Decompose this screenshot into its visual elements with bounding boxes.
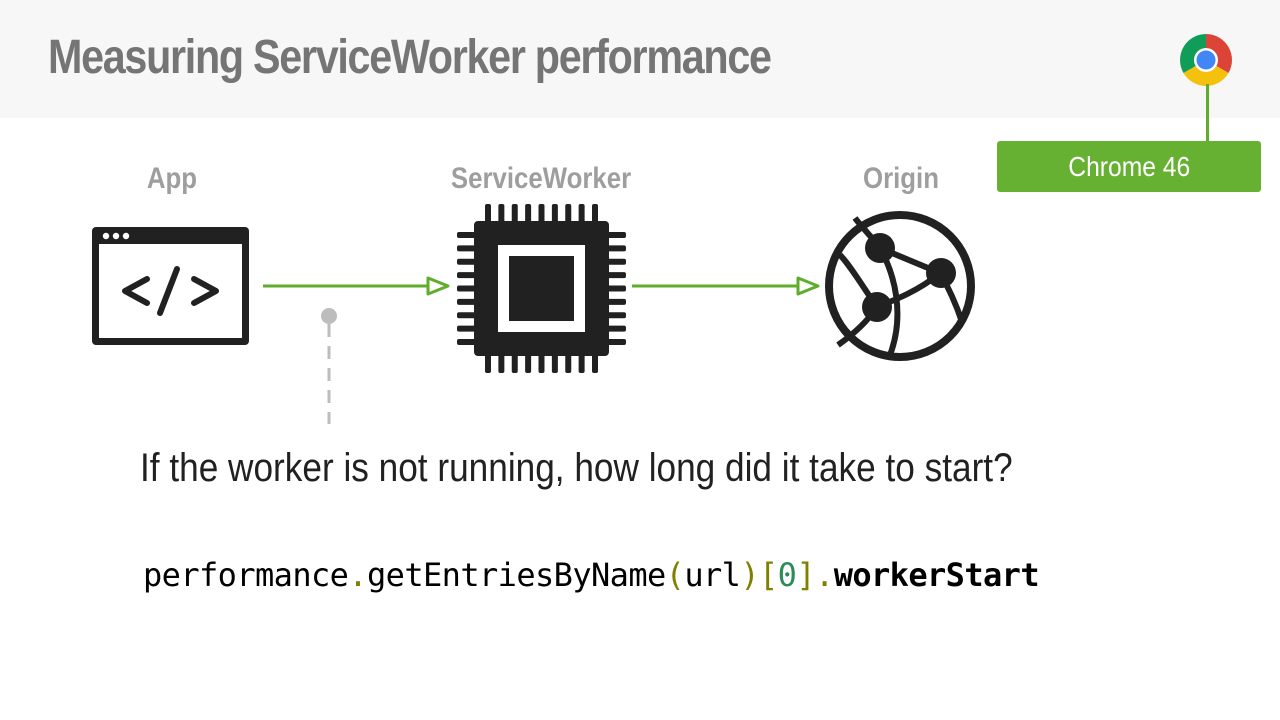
node-label-serviceworker: ServiceWorker <box>450 162 632 195</box>
chip-pin <box>551 352 558 373</box>
processor-chip-icon <box>457 204 626 373</box>
chip-pin <box>605 245 626 252</box>
chip-pin <box>457 272 478 279</box>
chip-pin <box>605 272 626 279</box>
arrow-app-to-serviceworker <box>263 276 450 296</box>
chip-pin <box>511 204 518 225</box>
chrome-version-badge: Chrome 46 <box>997 141 1261 192</box>
code-bracket-open: [ <box>759 556 778 594</box>
chip-pin <box>511 352 518 373</box>
chip-pin <box>538 352 545 373</box>
network-globe-icon <box>825 211 975 361</box>
chip-pin <box>457 258 478 265</box>
chip-pin <box>551 204 558 225</box>
node-label-origin: Origin <box>863 162 939 195</box>
chip-pin <box>565 352 572 373</box>
chip-pin <box>578 204 585 225</box>
chip-pin <box>592 352 598 373</box>
chip-pin <box>592 204 598 225</box>
code-property: workerStart <box>833 556 1040 594</box>
chrome-logo-icon <box>1180 34 1232 86</box>
code-method: getEntriesByName <box>367 556 666 594</box>
code-dot: . <box>348 556 367 594</box>
chip-pin <box>525 352 532 373</box>
timing-marker <box>321 308 337 424</box>
chip-pin <box>605 232 626 238</box>
chip-pin <box>525 204 532 225</box>
slide-title: Measuring ServiceWorker performance <box>48 31 772 84</box>
chip-pin <box>538 204 545 225</box>
code-dot: . <box>815 556 834 594</box>
node-label-app: App <box>146 162 198 195</box>
chip-pin <box>605 258 626 265</box>
chip-pin <box>605 285 626 292</box>
chip-pin <box>605 339 626 345</box>
arrow-serviceworker-to-origin <box>632 276 820 296</box>
chip-pin <box>457 339 478 345</box>
chip-pin <box>498 352 505 373</box>
code-bracket-close: ] <box>796 556 816 594</box>
chip-pin <box>457 285 478 292</box>
code-arg: url <box>684 556 741 594</box>
chip-pin <box>605 298 626 305</box>
code-paren-open: ( <box>665 556 685 594</box>
code-index: 0 <box>777 556 797 594</box>
chip-pin <box>457 325 478 332</box>
header-band <box>0 0 1280 118</box>
code-paren-close: ) <box>740 556 759 594</box>
badge-connector-line <box>1206 84 1209 142</box>
browser-code-window-icon <box>92 227 249 345</box>
chip-pin <box>485 204 491 225</box>
chip-pin <box>605 312 626 319</box>
chip-pin <box>578 352 585 373</box>
code-object: performance <box>143 556 349 594</box>
code-snippet: performance.getEntriesByName(url)[0].wor… <box>143 556 1040 594</box>
chip-pin <box>498 204 505 225</box>
chip-pin <box>565 204 572 225</box>
chip-pin <box>605 325 626 332</box>
chip-pin <box>457 232 478 238</box>
chip-pin <box>457 298 478 305</box>
chip-pin <box>485 352 491 373</box>
chip-pin <box>457 312 478 319</box>
question-text: If the worker is not running, how long d… <box>140 446 1013 490</box>
chip-pin <box>457 245 478 252</box>
